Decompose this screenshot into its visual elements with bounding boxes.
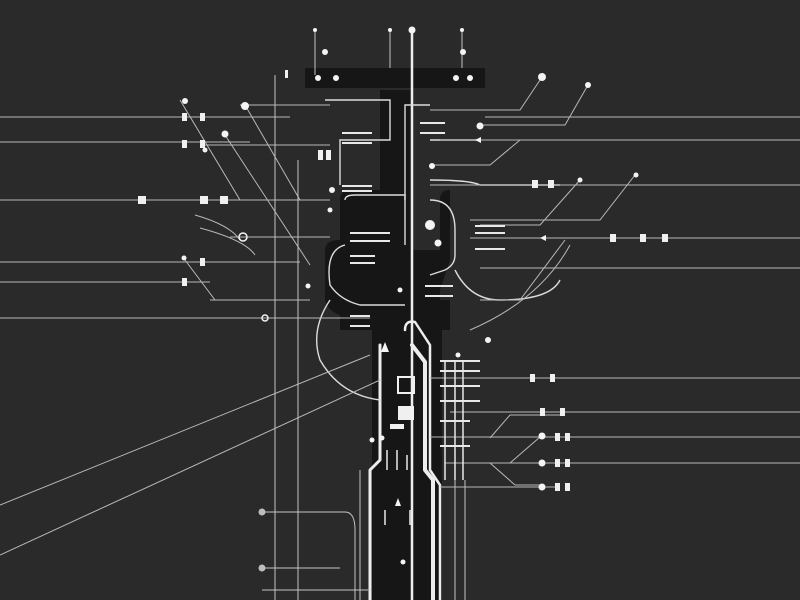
right-traces [430,76,800,488]
up-arrow-icon [395,498,401,506]
components [138,70,668,491]
up-arrow-icon [381,342,389,352]
spine-ticks [384,360,464,525]
nodes [181,26,639,572]
vertical-traces [260,30,466,600]
main-rails [368,28,442,600]
arrows [381,137,546,506]
